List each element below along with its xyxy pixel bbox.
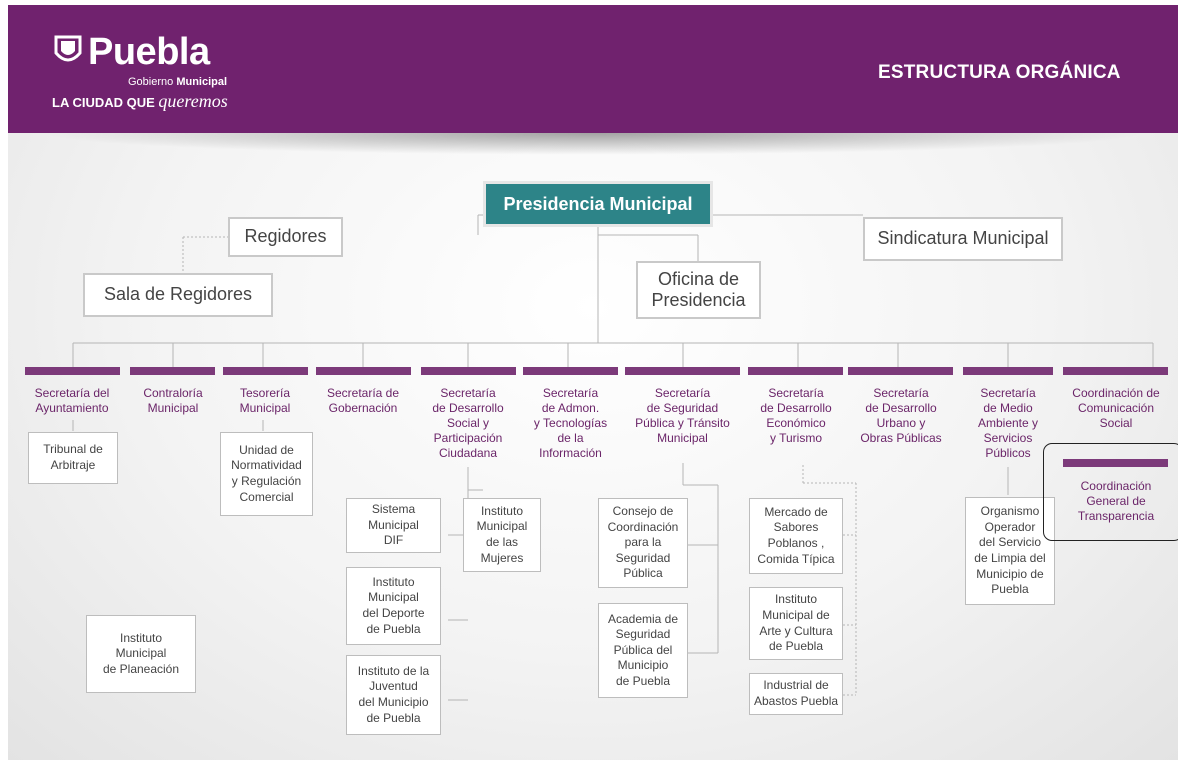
accent-bar <box>223 367 308 375</box>
organismo-operador-box: Organismo Operador del Servicio de Limpi… <box>965 497 1055 605</box>
regidores-box: Regidores <box>228 217 343 257</box>
tribunal-arbitraje-box: Tribunal de Arbitraje <box>28 432 118 484</box>
consejo-coordinacion-box: Consejo de Coordinación para la Segurida… <box>598 498 688 588</box>
logo-subtitle: Gobierno Municipal <box>128 76 228 88</box>
contraloria-municipal: Contraloría Municipal <box>143 386 203 415</box>
accent-bar <box>848 367 953 375</box>
secretaria-medio-ambiente: Secretaría de Medio Ambiente y Servicios… <box>977 386 1039 460</box>
secretaria-ayuntamiento: Secretaría del Ayuntamiento <box>34 386 110 415</box>
city-crest-icon <box>54 35 82 62</box>
accent-bar <box>25 367 120 375</box>
accent-bar <box>523 367 618 375</box>
secretaria-desarrollo-economico: Secretaría de Desarrollo Económico y Tur… <box>760 386 832 445</box>
secretaria-admon-tecnologias: Secretaría de Admon. y Tecnologías de la… <box>533 386 608 460</box>
sala-de-regidores-box: Sala de Regidores <box>83 273 273 317</box>
accent-bar <box>421 367 516 375</box>
instituto-planeacion-box: Instituto Municipal de Planeación <box>86 615 196 693</box>
secretaria-desarrollo-urbano: Secretaría de Desarrollo Urbano y Obras … <box>860 386 942 445</box>
instituto-juventud-box: Instituto de la Juventud del Municipio d… <box>346 655 441 735</box>
accent-bar <box>625 367 740 375</box>
accent-bar <box>748 367 843 375</box>
secretaria-gobernacion: Secretaría de Gobernación <box>326 386 400 415</box>
industrial-abastos-box: Industrial de Abastos Puebla <box>749 673 843 715</box>
logo-tagline: LA CIUDAD QUE queremos <box>52 91 228 111</box>
sistema-municipal-dif-box: Sistema Municipal DIF <box>346 498 441 553</box>
sindicatura-municipal-box: Sindicatura Municipal <box>863 217 1063 261</box>
secretaria-desarrollo-social: Secretaría de Desarrollo Social y Partic… <box>432 386 504 460</box>
instituto-deporte-box: Instituto Municipal del Deporte de Puebl… <box>346 567 441 645</box>
oficina-de-presidencia-box: Oficina de Presidencia <box>636 261 761 319</box>
accent-bar <box>316 367 411 375</box>
coordinacion-comunicacion-social: Coordinación de Comunicación Social <box>1072 386 1160 430</box>
org-chart-canvas: Puebla Gobierno Municipal LA CIUDAD QUE … <box>8 5 1178 760</box>
page-title: ESTRUCTURA ORGÁNICA <box>878 62 1121 83</box>
accent-bar <box>1063 459 1168 467</box>
instituto-arte-cultura-box: Instituto Municipal de Arte y Cultura de… <box>749 587 843 660</box>
unidad-normatividad-box: Unidad de Normatividad y Regulación Come… <box>220 432 313 516</box>
mercado-sabores-box: Mercado de Sabores Poblanos , Comida Típ… <box>749 498 843 574</box>
highlight-outline <box>1043 443 1178 541</box>
academia-seguridad-box: Academia de Seguridad Pública del Munici… <box>598 603 688 698</box>
logo-wordmark: Puebla <box>88 31 210 73</box>
accent-bar <box>963 367 1053 375</box>
instituto-mujeres-box: Instituto Municipal de las Mujeres <box>463 498 541 572</box>
coordinacion-transparencia: Coordinación General de Transparencia <box>1077 479 1155 523</box>
accent-bar <box>1063 367 1168 375</box>
secretaria-seguridad-publica: Secretaría de Seguridad Pública y Tránsi… <box>635 386 730 445</box>
accent-bar <box>130 367 215 375</box>
presidencia-municipal-box: Presidencia Municipal <box>483 181 713 227</box>
header-banner: Puebla Gobierno Municipal LA CIUDAD QUE … <box>8 5 1178 133</box>
header-shadow <box>38 133 1148 155</box>
tesoreria-municipal: Tesorería Municipal <box>239 386 291 415</box>
